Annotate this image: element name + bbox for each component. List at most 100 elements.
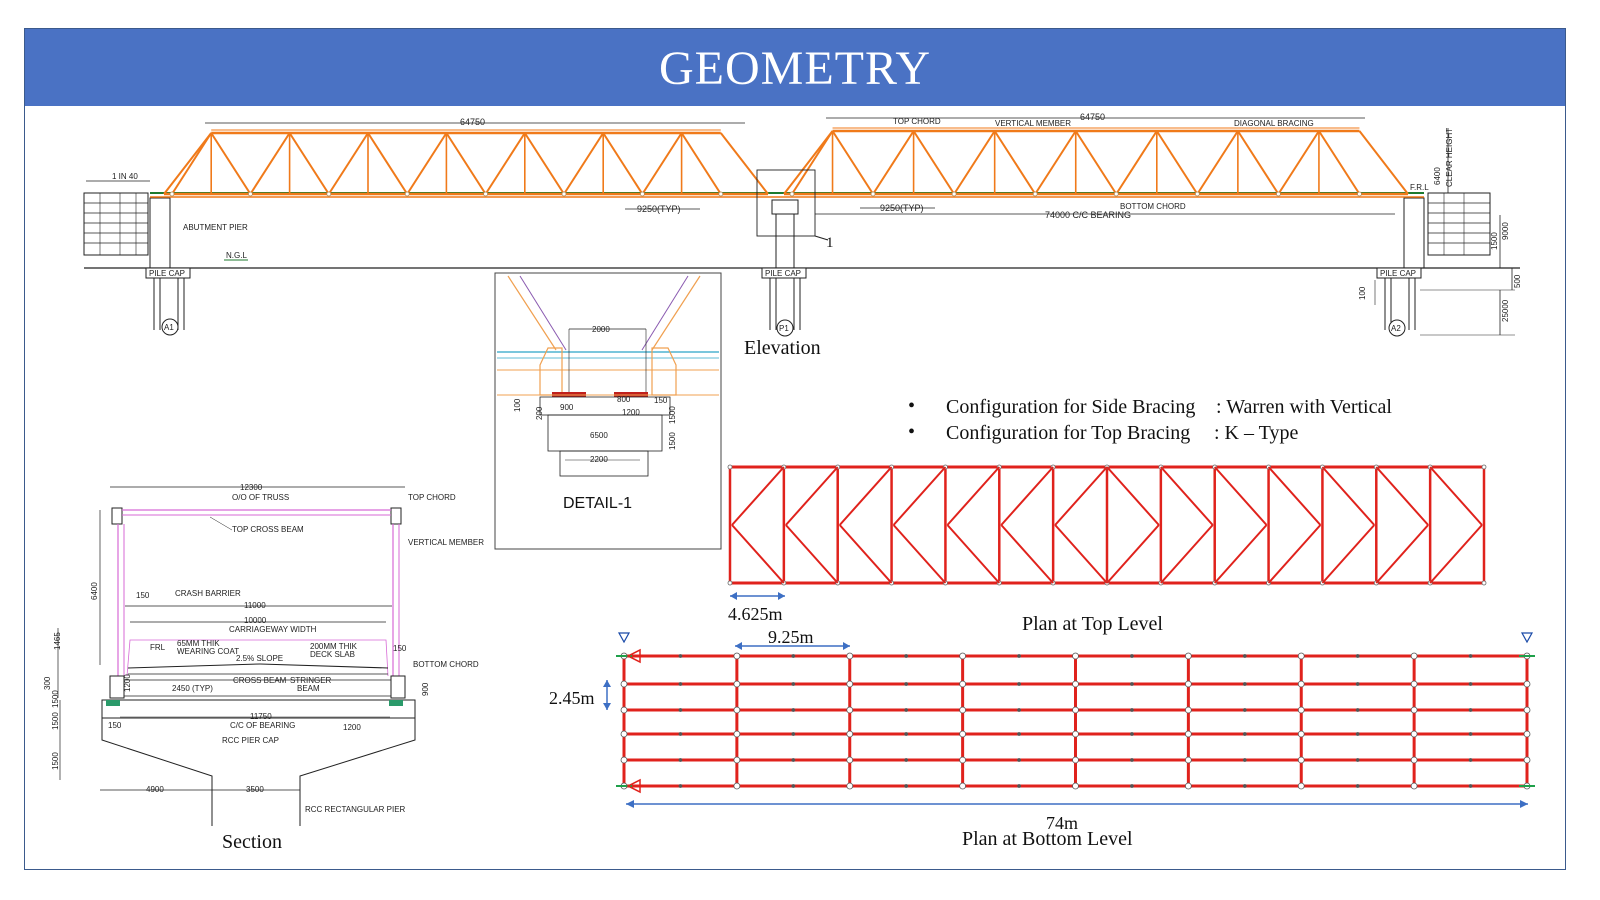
- truss-node: [727, 580, 733, 586]
- truss-node: [1017, 732, 1021, 736]
- truss-node: [1072, 706, 1079, 714]
- detail-1-drawing: 2000 900 800 1200 150 100 200 1500 1500 …: [494, 272, 722, 550]
- truss-node: [1297, 756, 1305, 764]
- truss-span-1: [163, 129, 769, 197]
- pile-cap-a2: PILE CAP A2 100: [1358, 267, 1422, 337]
- truss-node: [1410, 730, 1418, 738]
- k-brace: [1000, 466, 1054, 526]
- truss-node: [620, 680, 628, 688]
- k-brace: [785, 466, 839, 526]
- plan-bottom-level: [616, 632, 1535, 794]
- svg-text:3500: 3500: [246, 785, 264, 794]
- truss-node: [1017, 758, 1021, 762]
- ngl-label: N.G.L: [226, 251, 247, 260]
- slide-title: GEOMETRY: [659, 42, 931, 95]
- svg-text:•: •: [908, 395, 915, 417]
- truss-node: [1194, 191, 1200, 197]
- frl-label: F.R.L: [1410, 183, 1429, 192]
- svg-text:4900: 4900: [146, 785, 164, 794]
- svg-text:BOTTOM CHORD: BOTTOM CHORD: [413, 660, 479, 669]
- k-brace: [1054, 466, 1108, 526]
- truss-node: [789, 191, 795, 197]
- span2-dim: 64750: [1080, 112, 1105, 122]
- truss-node: [247, 191, 253, 197]
- svg-text:PILE CAP: PILE CAP: [765, 269, 801, 278]
- bullet-1-value: : Warren with Vertical: [1216, 396, 1392, 418]
- truss-node: [904, 708, 909, 712]
- svg-text:RCC PIER CAP: RCC PIER CAP: [222, 736, 279, 745]
- truss-node: [1017, 654, 1021, 658]
- k-brace: [1213, 466, 1268, 526]
- diagonal-member: [288, 132, 330, 195]
- p1-tag: P1: [779, 324, 789, 333]
- diagonal-member: [523, 132, 565, 195]
- truss-node: [1072, 652, 1079, 660]
- truss-node: [959, 756, 967, 764]
- svg-text:STRINGER: STRINGER: [290, 676, 332, 685]
- diagonal-member: [993, 130, 1037, 195]
- truss-node: [1032, 191, 1038, 197]
- truss-node: [1113, 191, 1119, 197]
- svg-text:6400: 6400: [90, 582, 99, 600]
- k-brace: [838, 524, 893, 584]
- bullet-2-value: : K – Type: [1214, 422, 1298, 444]
- truss-node: [1355, 732, 1360, 736]
- truss-node: [1410, 782, 1418, 790]
- truss-node: [1184, 756, 1192, 764]
- truss-node: [959, 782, 967, 790]
- k-brace: [1429, 466, 1483, 526]
- truss-node: [733, 680, 741, 688]
- truss-node: [404, 191, 410, 197]
- truss-node: [678, 758, 683, 762]
- truss-node: [791, 682, 796, 686]
- svg-text:1200: 1200: [622, 408, 640, 417]
- svg-text:CRASH BARRIER: CRASH BARRIER: [175, 589, 241, 598]
- k-brace: [1267, 466, 1322, 526]
- diagonal-member: [367, 132, 409, 195]
- truss-node: [718, 191, 724, 197]
- diagonal-member: [445, 132, 487, 195]
- truss-node: [846, 730, 854, 738]
- svg-text:900: 900: [560, 403, 574, 412]
- truss-node: [904, 732, 909, 736]
- bottom-chord-label: BOTTOM CHORD: [1120, 202, 1186, 211]
- k-brace: [1106, 466, 1160, 526]
- truss-node: [620, 706, 628, 714]
- truss-node: [791, 654, 796, 658]
- plan-top-level: [727, 464, 1487, 586]
- svg-text:11750: 11750: [250, 712, 272, 721]
- truss-node: [951, 191, 957, 197]
- k-brace: [1160, 524, 1214, 584]
- truss-node: [1072, 730, 1079, 738]
- svg-text:1500: 1500: [51, 712, 60, 730]
- svg-text:100: 100: [513, 398, 522, 412]
- k-brace: [1321, 466, 1376, 526]
- truss-span-2: [783, 127, 1409, 197]
- bracing-config-list: • Configuration for Side Bracing : Warre…: [908, 395, 1392, 444]
- diagonal-member: [1277, 130, 1320, 195]
- svg-text:1465: 1465: [53, 632, 62, 650]
- truss-node: [1276, 191, 1281, 197]
- truss-node: [904, 784, 909, 788]
- truss-node: [1468, 654, 1473, 658]
- truss-node: [1130, 732, 1134, 736]
- k-brace: [838, 466, 893, 526]
- truss-node: [959, 706, 967, 714]
- section-caption: Section: [222, 831, 282, 853]
- diagonal-member: [1074, 130, 1118, 195]
- truss-node: [1242, 682, 1247, 686]
- svg-text:WEARING COAT: WEARING COAT: [177, 647, 239, 656]
- truss-node: [678, 682, 683, 686]
- svg-text:150: 150: [393, 644, 407, 653]
- end-post: [1358, 130, 1409, 195]
- elevation-caption: Elevation: [744, 337, 821, 359]
- panel-dim-2: 9250(TYP): [880, 203, 924, 213]
- svg-text:DECK SLAB: DECK SLAB: [310, 650, 355, 659]
- svg-text:1500: 1500: [668, 432, 677, 450]
- plan-top-caption: Plan at Top Level: [1022, 613, 1163, 635]
- elevation-drawing: 64750 64750 TOP CHORD VERTICAL MEMBER DI…: [83, 112, 1522, 359]
- support-symbol: [1520, 632, 1534, 644]
- truss-node: [620, 756, 628, 764]
- truss-node: [1481, 580, 1487, 586]
